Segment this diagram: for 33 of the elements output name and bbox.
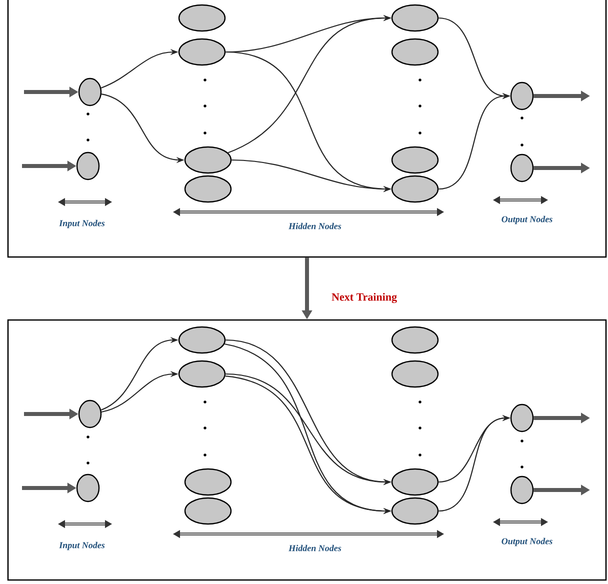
neuron-node <box>76 152 100 180</box>
neuron-node <box>510 82 534 110</box>
neuron-node <box>178 38 226 66</box>
panel-box <box>7 0 607 258</box>
neuron-node <box>391 146 439 174</box>
neuron-node <box>78 400 102 428</box>
neuron-node <box>391 497 439 525</box>
axis-label: Hidden Nodes <box>288 222 342 230</box>
panel-box <box>7 319 607 581</box>
edge-label: Next Training <box>332 292 397 304</box>
neuron-node <box>178 360 226 388</box>
axis-label: Input Nodes <box>59 220 105 228</box>
neuron-node <box>184 175 232 203</box>
neuron-node <box>391 326 439 354</box>
neuron-node <box>178 326 226 354</box>
neuron-node <box>184 468 232 496</box>
neuron-node <box>76 474 100 502</box>
neuron-node <box>391 468 439 496</box>
neuron-node <box>391 38 439 66</box>
neuron-node <box>184 146 232 174</box>
neuron-node <box>391 175 439 203</box>
neuron-node <box>78 78 102 106</box>
axis-label: Output Nodes <box>502 216 552 224</box>
neuron-node <box>391 4 439 32</box>
axis-label: Hidden Nodes <box>288 544 342 552</box>
neuron-node <box>184 497 232 525</box>
neuron-node <box>510 404 534 432</box>
neuron-node <box>510 476 534 504</box>
axis-label: Input Nodes <box>59 542 105 550</box>
neuron-node <box>510 154 534 182</box>
neuron-node <box>178 4 226 32</box>
axis-label: Output Nodes <box>502 538 552 546</box>
neuron-node <box>391 360 439 388</box>
